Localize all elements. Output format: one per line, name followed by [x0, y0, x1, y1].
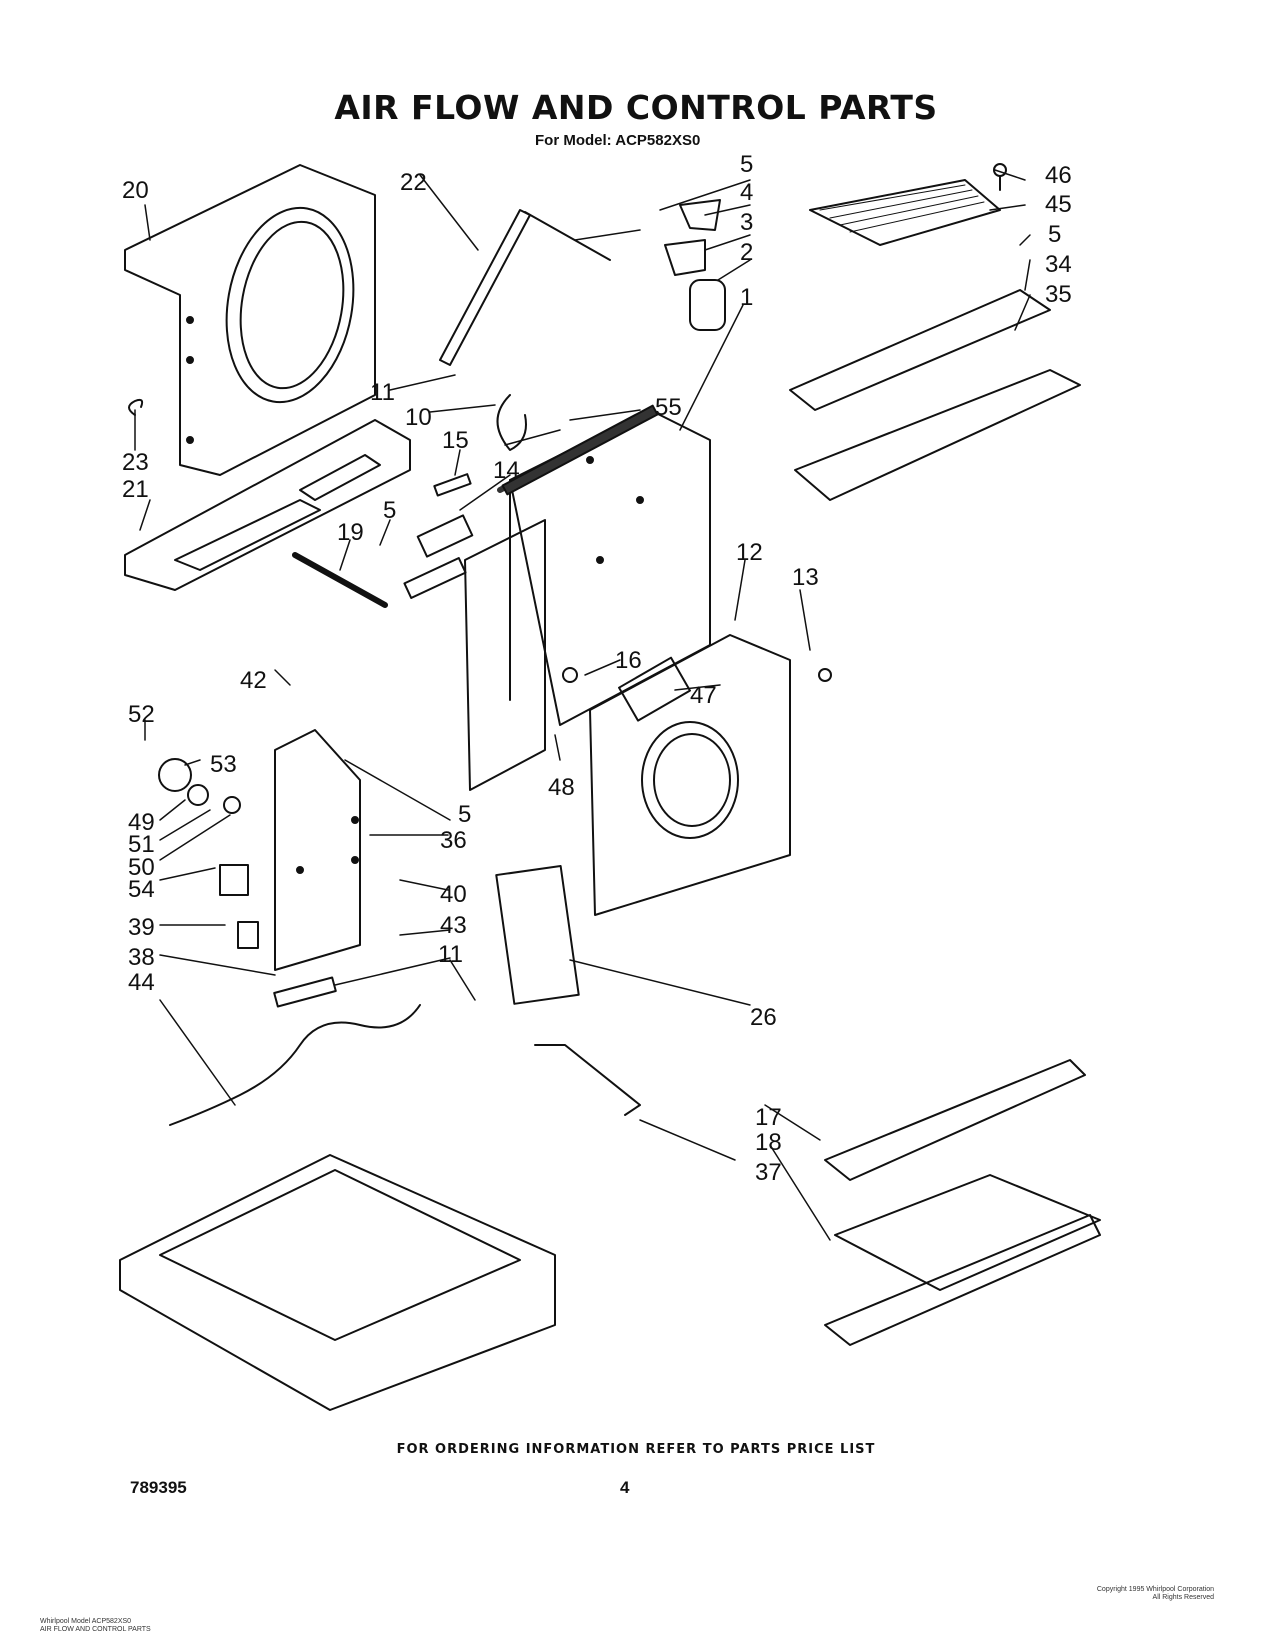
callout-label: 34 — [1045, 251, 1072, 278]
fine-print-line: Whirlpool Model ACP582XS0 — [40, 1618, 132, 1625]
terminal-block-38-part — [273, 976, 337, 1008]
callout-label: 39 — [128, 914, 155, 941]
callout-label: 1 — [740, 284, 753, 311]
callout-label: 50 — [128, 854, 155, 881]
power-cord-part — [169, 1004, 421, 1126]
callout-label: 5 — [383, 497, 396, 524]
grille-cover-parts — [789, 179, 1081, 501]
fine-print-right: Copyright 1995 Whirlpool Corporation All… — [1097, 1586, 1214, 1602]
page-title: AIR FLOW AND CONTROL PARTS — [334, 88, 938, 127]
callout-label: 53 — [210, 751, 237, 778]
callout-label: 2 — [740, 239, 753, 266]
fine-print-left: Whirlpool Model ACP582XS0 AIR FLOW AND C… — [40, 1618, 151, 1634]
callout-label: 55 — [655, 394, 682, 421]
callout-label: 26 — [750, 1004, 777, 1031]
callout-label: 20 — [122, 177, 149, 204]
callout-label: 37 — [755, 1159, 782, 1186]
callout-label: 19 — [337, 519, 364, 546]
callout-label: 23 — [122, 449, 149, 476]
callout-label: 5 — [1048, 221, 1061, 248]
ordering-note: FOR ORDERING INFORMATION REFER TO PARTS … — [396, 1442, 876, 1457]
rod-19-part — [292, 552, 388, 608]
blower-housing-part — [589, 634, 791, 916]
bracket-5b-part — [403, 557, 467, 599]
capacitor-parts — [664, 199, 726, 331]
leader-lines — [134, 169, 1031, 1241]
bracket-15-part — [433, 473, 472, 497]
model-subtitle: For Model: ACP582XS0 — [535, 132, 701, 149]
callout-label: 16 — [615, 647, 642, 674]
screw-46-part — [993, 163, 1007, 191]
fine-print-line: All Rights Reserved — [1152, 1594, 1214, 1601]
callout-label: 42 — [240, 667, 267, 694]
callout-label: 45 — [1045, 191, 1072, 218]
callout-label: 18 — [755, 1129, 782, 1156]
callout-label: 12 — [736, 539, 763, 566]
callout-label: 51 — [128, 831, 155, 858]
callout-label: 17 — [755, 1104, 782, 1131]
control-bracket-part — [274, 729, 361, 971]
callout-labels: 5 4 3 2 1 20 22 46 45 5 34 35 23 21 11 1… — [122, 151, 1072, 1186]
callout-label: 10 — [405, 404, 432, 431]
document-number: 789395 — [130, 1478, 187, 1497]
callout-label: 46 — [1045, 162, 1072, 189]
callout-label: 54 — [128, 876, 155, 903]
callout-label: 48 — [548, 774, 575, 801]
fastener-13-part — [818, 668, 832, 682]
callout-label: 35 — [1045, 281, 1072, 308]
callout-label: 5 — [740, 151, 753, 178]
callout-label: 49 — [128, 809, 155, 836]
callout-label: 5 — [458, 801, 471, 828]
callout-label: 47 — [690, 682, 717, 709]
callout-label: 14 — [493, 457, 520, 484]
callout-label: 52 — [128, 701, 155, 728]
callout-label: 22 — [400, 169, 427, 196]
wire-37-part — [534, 1044, 641, 1116]
fine-print-line: AIR FLOW AND CONTROL PARTS — [40, 1626, 151, 1633]
callout-label: 11 — [370, 379, 395, 406]
callout-label: 4 — [740, 179, 753, 206]
fine-print-line: Copyright 1995 Whirlpool Corporation — [1096, 1586, 1214, 1593]
clip-part — [128, 398, 144, 416]
bracket-14-part — [416, 514, 474, 558]
callout-label: 21 — [122, 476, 149, 503]
callout-label: 38 — [128, 944, 155, 971]
callout-label: 15 — [442, 427, 469, 454]
heater-47-part — [618, 656, 691, 722]
callout-label: 11 — [438, 941, 463, 968]
base-pan-part — [119, 1154, 556, 1411]
air-deflector-part — [124, 419, 411, 591]
rod-part — [439, 209, 611, 366]
callout-label: 40 — [440, 881, 467, 908]
fan-shroud-part — [124, 164, 376, 476]
callout-label: 44 — [128, 969, 155, 996]
callout-label: 3 — [740, 209, 753, 236]
panel-26-part — [495, 865, 580, 1005]
knob-parts — [158, 758, 259, 949]
page-number: 4 — [620, 1478, 630, 1497]
wire-10-part — [496, 394, 527, 451]
callout-label: 36 — [440, 827, 467, 854]
callout-label: 13 — [792, 564, 819, 591]
callout-label: 43 — [440, 912, 467, 939]
strip-55-part — [501, 404, 659, 496]
drain-trays-part — [824, 1059, 1101, 1346]
nut-16-part — [562, 667, 578, 683]
